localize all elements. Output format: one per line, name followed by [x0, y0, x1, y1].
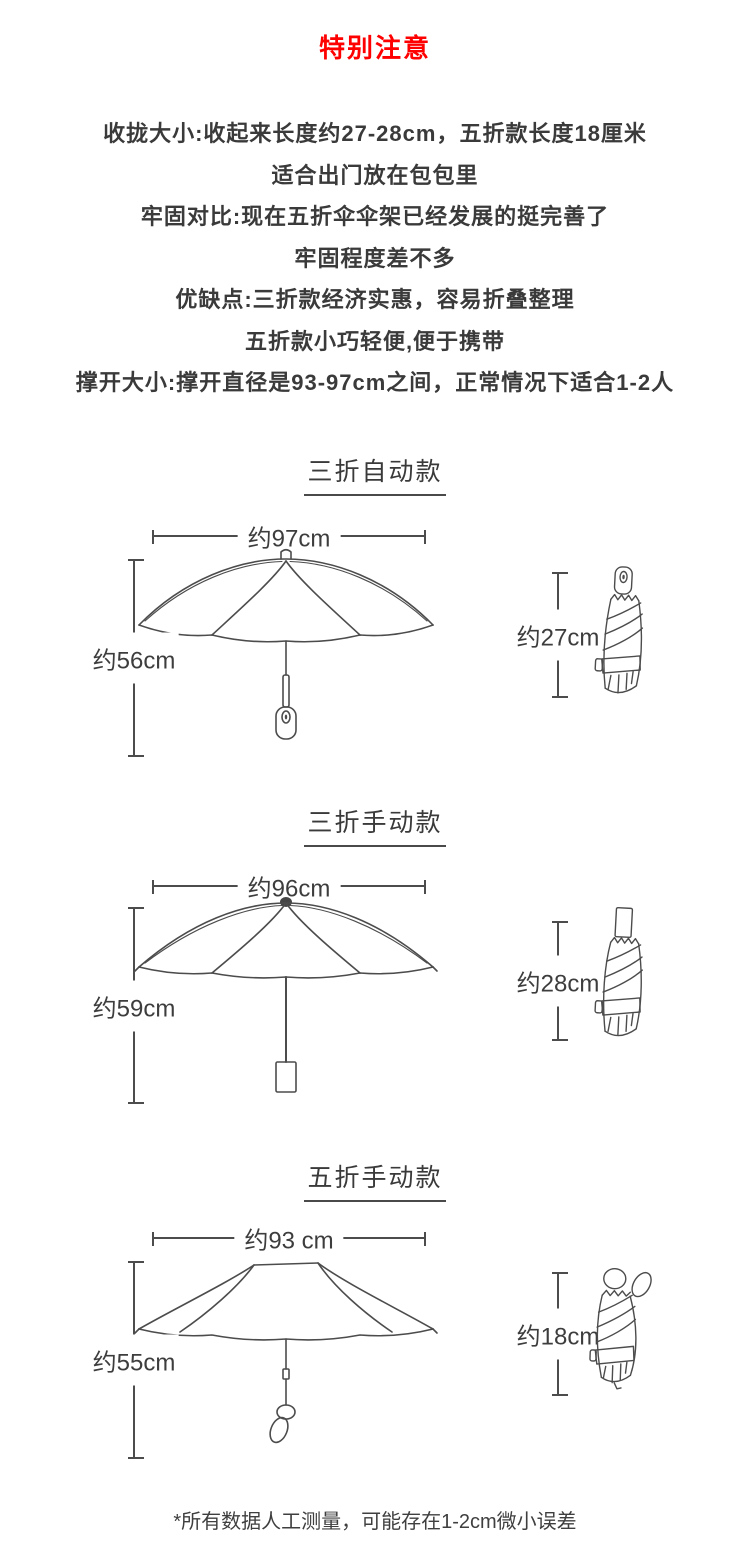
- intro-line: 五折款小巧轻便,便于携带: [244, 328, 506, 354]
- section-five-fold-manual: 五折手动款 约93 cm 约55cm: [0, 1140, 750, 1520]
- folded-umbrella-five-fold-drawing: [589, 1267, 652, 1390]
- folded-umbrella-manual-drawing: [594, 906, 643, 1037]
- open-umbrella-five-fold-drawing: [134, 1262, 438, 1444]
- open-width-label: 约97cm: [237, 518, 341, 554]
- open-width-dimension: 约97cm: [152, 518, 426, 554]
- page-title: 特别注意: [318, 33, 431, 63]
- intro-line: 优缺点:三折款经济实惠，容易折叠整理: [175, 287, 575, 312]
- section-heading: 五折手动款: [0, 1158, 750, 1202]
- open-width-dimension: 约93 cm: [152, 1220, 426, 1256]
- folded-length-dimension: 约28cm: [513, 921, 603, 1041]
- open-umbrella-auto-drawing: [138, 548, 434, 740]
- intro-line: 适合出门放在包包里: [271, 162, 479, 188]
- measurement-disclaimer: *所有数据人工测量，可能存在1-2cm微小误差: [173, 1511, 577, 1533]
- section-heading-text: 三折手动款: [304, 803, 446, 847]
- open-height-dimension: 约56cm: [89, 559, 179, 757]
- section-heading: 三折手动款: [0, 803, 750, 847]
- open-umbrella-manual-drawing: [134, 897, 438, 1093]
- folded-length-label: 约28cm: [513, 955, 603, 1007]
- open-height-label: 约59cm: [89, 980, 179, 1031]
- section-heading: 三折自动款: [0, 452, 750, 496]
- section-heading-text: 五折手动款: [304, 1158, 446, 1202]
- section-tri-fold-auto: 三折自动款 约97cm 约56cm: [0, 440, 750, 790]
- intro-line: 撑开大小:撑开直径是93-97cm之间，正常情况下适合1-2人: [75, 370, 675, 395]
- section-tri-fold-manual: 三折手动款 约96cm 约59cm 约28cm: [0, 790, 750, 1140]
- intro-line: 牢固程度差不多: [294, 245, 456, 271]
- folded-umbrella-auto-drawing: [594, 566, 644, 694]
- folded-length-label: 约27cm: [513, 609, 603, 661]
- open-height-dimension: 约59cm: [89, 907, 179, 1104]
- open-width-label: 约96cm: [237, 868, 341, 904]
- folded-length-dimension: 约27cm: [513, 572, 603, 698]
- intro-line: 牢固对比:现在五折伞伞架已经发展的挺完善了: [140, 204, 610, 229]
- open-width-label: 约93 cm: [234, 1220, 344, 1256]
- open-height-label: 约55cm: [89, 1334, 179, 1386]
- folded-length-label: 约18cm: [513, 1308, 603, 1360]
- open-width-dimension: 约96cm: [152, 868, 426, 904]
- intro-block: 收拢大小:收起来长度约27-28cm，五折款长度18厘米 适合出门放在包包里 牢…: [0, 113, 750, 404]
- folded-length-dimension: 约18cm: [513, 1272, 603, 1396]
- open-height-label: 约56cm: [89, 632, 179, 684]
- intro-line: 收拢大小:收起来长度约27-28cm，五折款长度18厘米: [103, 121, 647, 146]
- open-height-dimension: 约55cm: [89, 1261, 179, 1459]
- section-heading-text: 三折自动款: [304, 452, 446, 496]
